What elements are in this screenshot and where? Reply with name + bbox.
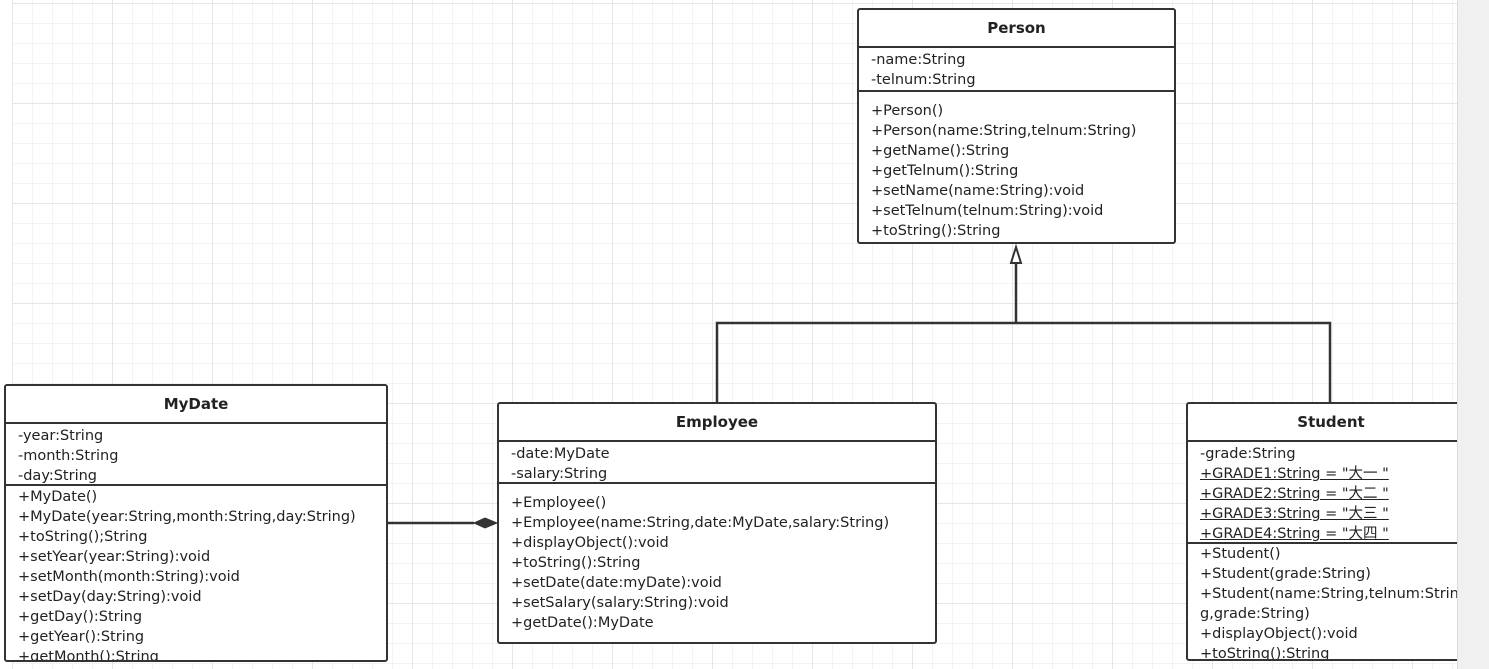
static-attribute: +GRADE3:String = "大三 ": [1200, 506, 1389, 522]
class-mydate[interactable]: MyDate -year:String -month:String -day:S…: [4, 384, 388, 662]
attribute: -grade:String: [1200, 446, 1296, 462]
attribute: -telnum:String: [871, 72, 976, 88]
class-name: Employee: [499, 404, 935, 442]
vertical-scrollbar[interactable]: [1457, 0, 1489, 669]
method: +getTelnum():String: [871, 163, 1019, 179]
generalization-line-employee[interactable]: [715, 321, 1016, 402]
method: +toString():String: [1200, 646, 1330, 661]
class-name: Student: [1188, 404, 1474, 442]
connectors-layer: [388, 243, 1332, 529]
generalization-connector[interactable]: [715, 243, 1332, 402]
methods-section: +Employee() +Employee(name:String,date:M…: [499, 484, 935, 633]
method: +displayObject():void: [1200, 626, 1358, 642]
method: +displayObject():void: [511, 535, 669, 551]
static-attribute: +GRADE1:String = "大一 ": [1200, 466, 1389, 482]
class-name: MyDate: [6, 386, 386, 424]
method: +getDay():String: [18, 609, 143, 625]
attribute: -date:MyDate: [511, 446, 610, 462]
method: +MyDate(): [18, 489, 98, 505]
method: +setYear(year:String):void: [18, 549, 211, 565]
method: +getName():String: [871, 143, 1010, 159]
attributes-section: -name:String -telnum:String: [859, 48, 1174, 92]
method: +toString():String: [511, 555, 641, 571]
method: +toString();String: [18, 529, 148, 545]
method: +Student(grade:String): [1200, 566, 1371, 582]
attribute: -year:String: [18, 428, 104, 444]
method: +getYear():String: [18, 629, 145, 645]
static-attribute: +GRADE4:String = "大四 ": [1200, 526, 1389, 542]
class-student[interactable]: Student -grade:String +GRADE1:String = "…: [1186, 402, 1476, 661]
methods-section: +Student() +Student(grade:String) +Stude…: [1188, 544, 1474, 661]
static-attribute: +GRADE2:String = "大二 ": [1200, 486, 1389, 502]
method: +setSalary(salary:String):void: [511, 595, 729, 611]
method: +Employee(name:String,date:MyDate,salary…: [511, 515, 890, 531]
method: +MyDate(year:String,month:String,day:Str…: [18, 509, 356, 525]
method: +Student(): [1200, 546, 1281, 562]
composition-diamond[interactable]: [472, 517, 499, 529]
attribute: -month:String: [18, 448, 119, 464]
method: +Person(): [871, 103, 944, 119]
methods-section: +MyDate() +MyDate(year:String,month:Stri…: [6, 486, 386, 662]
method: +getMonth():String: [18, 649, 159, 662]
attribute: -salary:String: [511, 466, 608, 482]
methods-section: +Person() +Person(name:String,telnum:Str…: [859, 92, 1174, 241]
method: +getDate():MyDate: [511, 615, 654, 631]
method: +Person(name:String,telnum:String): [871, 123, 1137, 139]
method: +toString():String: [871, 223, 1001, 239]
attributes-section: -year:String -month:String -day:String: [6, 424, 386, 486]
method: +setMonth(month:String):void: [18, 569, 240, 585]
generalization-line-student[interactable]: [1016, 321, 1332, 402]
method: +Student(name:String,telnum:String,grade…: [1200, 586, 1459, 622]
method: +setDay(day:String):void: [18, 589, 202, 605]
generalization-arrowhead[interactable]: [1009, 243, 1023, 264]
composition-connector[interactable]: [388, 517, 499, 529]
method: +setName(name:String):void: [871, 183, 1085, 199]
method: +setTelnum(telnum:String):void: [871, 203, 1104, 219]
attributes-section: -grade:String +GRADE1:String = "大一 " +GR…: [1188, 442, 1474, 544]
attribute: -day:String: [18, 468, 98, 484]
class-person[interactable]: Person -name:String -telnum:String +Pers…: [857, 8, 1176, 244]
method: +setDate(date:myDate):void: [511, 575, 722, 591]
class-name: Person: [859, 10, 1174, 48]
attribute: -name:String: [871, 52, 966, 68]
class-employee[interactable]: Employee -date:MyDate -salary:String +Em…: [497, 402, 937, 644]
method: +Employee(): [511, 495, 607, 511]
attributes-section: -date:MyDate -salary:String: [499, 442, 935, 484]
